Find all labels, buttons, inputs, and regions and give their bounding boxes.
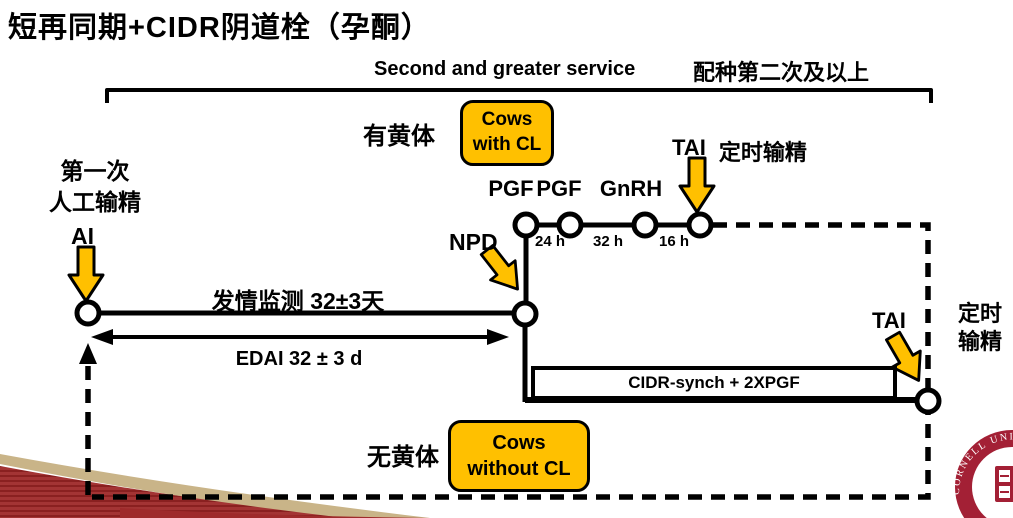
service-bracket (105, 88, 933, 103)
tai-right-label: TAI (872, 308, 906, 333)
pgf1-timepoint-circle (512, 211, 540, 239)
interval-32h-label: 32 h (592, 233, 624, 250)
first-ai-label: 第一次 人工输精 (49, 156, 141, 218)
cows-with-cl-line2: with CL (472, 134, 542, 155)
header-service-zh: 配种第二次及以上 (693, 60, 870, 85)
pgf2-timepoint-circle (556, 211, 584, 239)
tai-right-zh-line1: 定时 (958, 301, 1003, 326)
tai-top-zh: 定时输精 (718, 140, 807, 165)
cows-without-cl-box: Cows without CL (448, 420, 590, 492)
tai-top-arrow (678, 156, 716, 214)
cows-with-cl-line1: Cows (481, 109, 533, 131)
edai-double-arrow (91, 329, 509, 345)
gnrh-timepoint-circle (631, 211, 659, 239)
resynch-loop-dashed-path (92, 222, 931, 500)
gnrh-label: GnRH (599, 176, 663, 201)
ai-arrow (67, 245, 105, 303)
decoration-red-sliver (120, 508, 430, 518)
tai-top-row: TAI 定时输精 (672, 135, 807, 167)
header-service-en: Second and greater service (374, 58, 636, 80)
tai-top-timepoint-circle (686, 211, 714, 239)
edai-label: EDAI 32 ± 3 d (235, 348, 363, 370)
npd-label: NPD (449, 229, 498, 255)
with-cl-zh-label: 有黄体 (363, 123, 435, 150)
pgf2-label: PGF (536, 176, 582, 201)
return-up-arrowhead (79, 343, 97, 364)
without-cl-zh-label: 无黄体 (367, 444, 439, 471)
cows-without-cl-line2: without CL (467, 458, 571, 480)
cidr-synch-box: CIDR-synch + 2XPGF (531, 366, 897, 400)
npd-timepoint-circle (511, 300, 539, 328)
decoration-red-wedge (0, 466, 345, 518)
tai-right-zh: 定时 输精 (958, 300, 1002, 356)
estrus-monitoring-label: 发情监测 32±3天 (211, 288, 385, 314)
interval-16h-label: 16 h (658, 233, 690, 250)
tai-right-timepoint-circle (914, 387, 942, 415)
tai-top-label: TAI (672, 135, 706, 160)
ai-timepoint-circle (74, 299, 102, 327)
npd-arrow (479, 244, 519, 291)
cows-without-cl-line1: Cows (492, 432, 546, 454)
pgf1-label: PGF (488, 176, 534, 201)
cornell-seal-logo: CORNELL UNIVERSITY (951, 430, 1013, 518)
interval-24h-label: 24 h (534, 233, 566, 250)
tai-right-zh-line2: 输精 (958, 329, 1003, 354)
first-ai-line1: 第一次 (60, 158, 130, 184)
slide-title: 短再同期+CIDR阴道栓（孕酮） (8, 12, 431, 44)
cows-with-cl-box: Cows with CL (460, 100, 554, 166)
cidr-synch-label: CIDR-synch + 2XPGF (628, 373, 800, 392)
corner-decoration (0, 454, 430, 518)
ai-label: AI (71, 223, 94, 249)
first-ai-line2: 人工输精 (49, 189, 141, 215)
